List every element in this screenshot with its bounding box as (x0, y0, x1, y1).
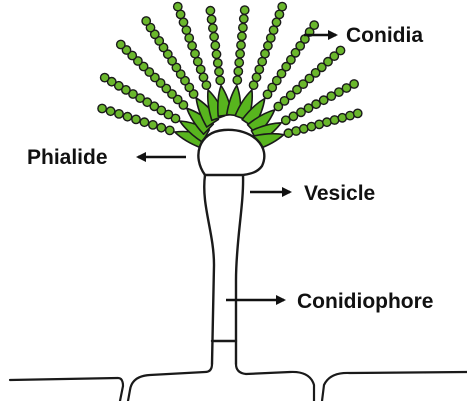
conidium (261, 50, 269, 58)
conidium (132, 115, 140, 123)
substrate-hyphae (10, 364, 467, 401)
conidium (106, 107, 114, 115)
conidium (215, 68, 223, 76)
conidium (157, 124, 165, 132)
conidium (199, 73, 207, 81)
conidium (237, 41, 245, 49)
label-phialide: Phialide (27, 146, 108, 169)
conidium (350, 80, 358, 88)
conidium (258, 57, 266, 65)
conidium (238, 32, 246, 40)
conidium (336, 46, 344, 54)
conidium (142, 17, 150, 25)
conidium (209, 24, 217, 32)
conidium (240, 15, 248, 23)
conidium (210, 33, 218, 41)
conidium (194, 57, 202, 65)
conidiophore-stalk (204, 175, 243, 364)
conidium (214, 59, 222, 67)
conidium (174, 2, 182, 10)
conidium (115, 110, 123, 118)
vesicle (198, 130, 264, 175)
conidium (101, 73, 109, 81)
conidium (252, 73, 260, 81)
conidium (191, 50, 199, 58)
conidium (234, 67, 242, 75)
conidium (185, 34, 193, 42)
conidium (179, 18, 187, 26)
conidium (278, 2, 286, 10)
label-conidiophore: Conidiophore (297, 290, 433, 313)
conidium (267, 34, 275, 42)
conidium (117, 40, 125, 48)
conidium (236, 50, 244, 58)
conidium (207, 15, 215, 23)
label-vesicle: Vesicle (304, 182, 375, 205)
conidium (149, 121, 157, 129)
conidium (235, 58, 243, 66)
conidium (123, 113, 131, 121)
conidium (216, 76, 224, 84)
label-conidia: Conidia (346, 24, 423, 47)
conidium (354, 109, 362, 117)
conidium (272, 18, 280, 26)
conidium (140, 118, 148, 126)
conidium (206, 7, 214, 15)
conidium (211, 41, 219, 49)
conidium (241, 6, 249, 14)
conidium (239, 23, 247, 31)
conidia-chains (98, 2, 362, 137)
conidium (212, 50, 220, 58)
conidium (310, 21, 318, 29)
conidium (166, 126, 174, 134)
conidium (98, 104, 106, 112)
conidium (233, 76, 241, 84)
